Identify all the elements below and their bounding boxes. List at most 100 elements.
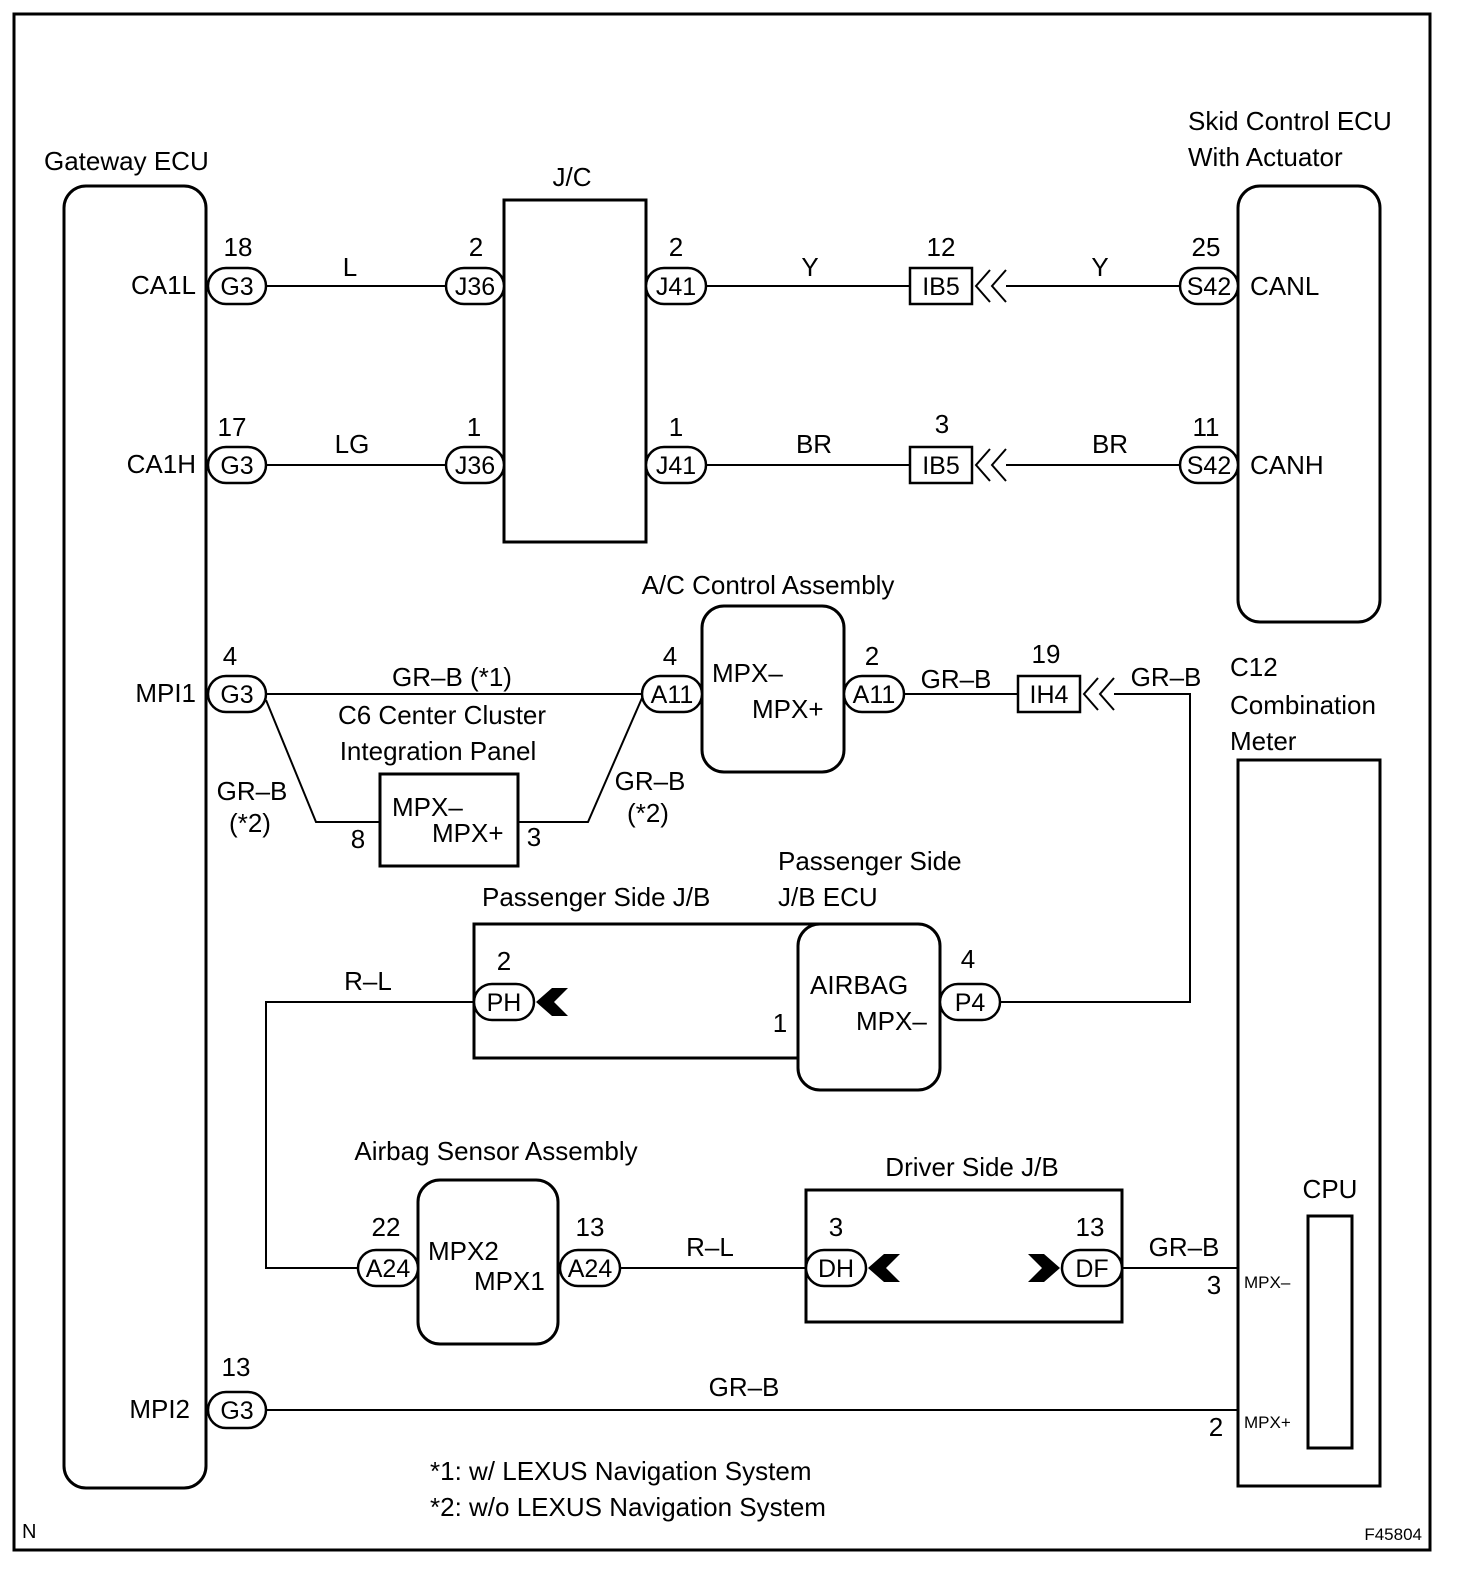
svg-text:4: 4 bbox=[961, 944, 975, 974]
connector-dh: DH bbox=[804, 1248, 868, 1288]
df-arrow-icon bbox=[1028, 1254, 1060, 1282]
skid-control-ecu-box bbox=[1236, 184, 1382, 624]
connector-j41-bottom: J41 bbox=[644, 445, 708, 485]
meter-cpu-box bbox=[1306, 1214, 1354, 1450]
svg-text:A24: A24 bbox=[366, 1255, 411, 1283]
airbag-terminal-mpx1: MPX1 bbox=[474, 1266, 545, 1296]
terminal-ca1l: CA1L bbox=[131, 270, 196, 300]
connector-a11-out: A11 bbox=[842, 674, 906, 714]
svg-text:G3: G3 bbox=[220, 681, 253, 709]
ac-terminal-mpx-minus: MPX– bbox=[712, 658, 783, 688]
svg-text:17: 17 bbox=[218, 412, 247, 442]
svg-text:GR–B: GR–B bbox=[217, 776, 288, 806]
svg-text:A11: A11 bbox=[651, 681, 694, 709]
connector-df: DF bbox=[1060, 1248, 1124, 1288]
gateway-ecu-box bbox=[62, 184, 208, 1490]
diagram-frame bbox=[12, 12, 1432, 1552]
svg-text:IB5: IB5 bbox=[922, 452, 960, 480]
svg-text:1: 1 bbox=[773, 1008, 787, 1038]
connector-g3-ca1h: G3 bbox=[206, 445, 268, 485]
svg-text:4: 4 bbox=[223, 641, 237, 671]
meter-terminal-mpx-minus: MPX– bbox=[1244, 1273, 1291, 1292]
connector-ih4: IH4 bbox=[1016, 674, 1115, 714]
svg-text:13: 13 bbox=[222, 1352, 251, 1382]
svg-text:25: 25 bbox=[1192, 232, 1221, 262]
meter-terminal-mpx-plus: MPX+ bbox=[1244, 1413, 1291, 1432]
svg-text:G3: G3 bbox=[220, 273, 253, 301]
center-cluster-title-line1: C6 Center Cluster bbox=[338, 700, 546, 730]
ac-control-title: A/C Control Assembly bbox=[642, 570, 895, 600]
connector-a24-out: A24 bbox=[558, 1248, 622, 1288]
svg-text:IB5: IB5 bbox=[922, 273, 960, 301]
svg-text:LG: LG bbox=[335, 429, 370, 459]
connector-a24-in: A24 bbox=[356, 1248, 420, 1288]
passenger-jb-ecu-title-line1: Passenger Side bbox=[778, 846, 962, 876]
terminal-mpi1: MPI1 bbox=[135, 678, 196, 708]
meter-title-line1: C12 bbox=[1230, 652, 1278, 682]
svg-text:GR–B: GR–B bbox=[1149, 1232, 1220, 1262]
svg-text:13: 13 bbox=[1076, 1212, 1105, 1242]
svg-text:19: 19 bbox=[1032, 639, 1061, 669]
svg-text:J41: J41 bbox=[656, 273, 696, 301]
meter-title-line2: Combination bbox=[1230, 690, 1376, 720]
skid-ecu-title-line1: Skid Control ECU bbox=[1188, 106, 1392, 136]
svg-text:3: 3 bbox=[935, 409, 949, 439]
connector-s42-canl: S42 bbox=[1178, 266, 1240, 306]
svg-text:DF: DF bbox=[1075, 1255, 1108, 1283]
svg-text:G3: G3 bbox=[220, 1397, 253, 1425]
terminal-ca1h: CA1H bbox=[127, 449, 196, 479]
connector-p4: P4 bbox=[938, 982, 1002, 1022]
svg-text:DH: DH bbox=[818, 1255, 854, 1283]
connector-s42-canh: S42 bbox=[1178, 445, 1240, 485]
dh-arrow-icon bbox=[868, 1254, 900, 1282]
svg-text:BR: BR bbox=[1092, 429, 1128, 459]
svg-text:3: 3 bbox=[1207, 1270, 1221, 1300]
connector-g3-mpi2: G3 bbox=[206, 1390, 268, 1430]
driver-jb-title: Driver Side J/B bbox=[885, 1152, 1058, 1182]
terminal-canh: CANH bbox=[1250, 450, 1324, 480]
jb-ecu-terminal-airbag: AIRBAG bbox=[810, 970, 908, 1000]
skid-ecu-title-line2: With Actuator bbox=[1188, 142, 1343, 172]
connector-j36-top: J36 bbox=[444, 266, 506, 306]
jb-ecu-terminal-mpx-minus: MPX– bbox=[856, 1006, 927, 1036]
svg-text:G3: G3 bbox=[220, 452, 253, 480]
footnote-1: *1: w/ LEXUS Navigation System bbox=[430, 1456, 812, 1486]
connector-j41-top: J41 bbox=[644, 266, 708, 306]
svg-text:1: 1 bbox=[669, 412, 683, 442]
svg-text:R–L: R–L bbox=[686, 1232, 734, 1262]
svg-text:4: 4 bbox=[663, 641, 677, 671]
svg-text:2: 2 bbox=[469, 232, 483, 262]
footnote-2: *2: w/o LEXUS Navigation System bbox=[430, 1492, 826, 1522]
svg-text:3: 3 bbox=[527, 822, 541, 852]
airbag-terminal-mpx2: MPX2 bbox=[428, 1236, 499, 1266]
svg-text:Y: Y bbox=[801, 252, 818, 282]
svg-text:2: 2 bbox=[1209, 1412, 1223, 1442]
svg-text:S42: S42 bbox=[1187, 452, 1231, 480]
svg-text:22: 22 bbox=[372, 1212, 401, 1242]
svg-text:GR–B: GR–B bbox=[709, 1372, 780, 1402]
jc-title: J/C bbox=[553, 162, 592, 192]
connector-ph: PH bbox=[472, 982, 536, 1022]
svg-text:GR–B (*1): GR–B (*1) bbox=[392, 662, 512, 692]
svg-text:GR–B: GR–B bbox=[615, 766, 686, 796]
meter-cpu-label: CPU bbox=[1303, 1174, 1358, 1204]
center-cluster-panel-box bbox=[378, 772, 520, 868]
passenger-jb-ecu-title-line2: J/B ECU bbox=[778, 882, 878, 912]
svg-text:A24: A24 bbox=[568, 1255, 613, 1283]
connector-a11-in: A11 bbox=[640, 674, 704, 714]
svg-text:A11: A11 bbox=[853, 681, 896, 709]
connector-j36-bottom: J36 bbox=[444, 445, 506, 485]
connector-g3-mpi1: G3 bbox=[206, 674, 268, 714]
svg-text:P4: P4 bbox=[955, 989, 986, 1017]
svg-text:J41: J41 bbox=[656, 452, 696, 480]
ph-arrow-icon bbox=[536, 988, 568, 1016]
meter-title-line3: Meter bbox=[1230, 726, 1297, 756]
svg-text:IH4: IH4 bbox=[1030, 681, 1069, 709]
center-cluster-title-line2: Integration Panel bbox=[340, 736, 537, 766]
svg-text:1: 1 bbox=[467, 412, 481, 442]
svg-text:11: 11 bbox=[1193, 412, 1220, 442]
svg-text:3: 3 bbox=[829, 1212, 843, 1242]
pin-numbers: 18 2 2 12 25 17 1 1 3 11 4 4 2 19 8 3 4 … bbox=[218, 232, 1224, 1442]
c6-terminal-mpx-minus: MPX– bbox=[392, 792, 463, 822]
svg-text:PH: PH bbox=[487, 989, 522, 1017]
